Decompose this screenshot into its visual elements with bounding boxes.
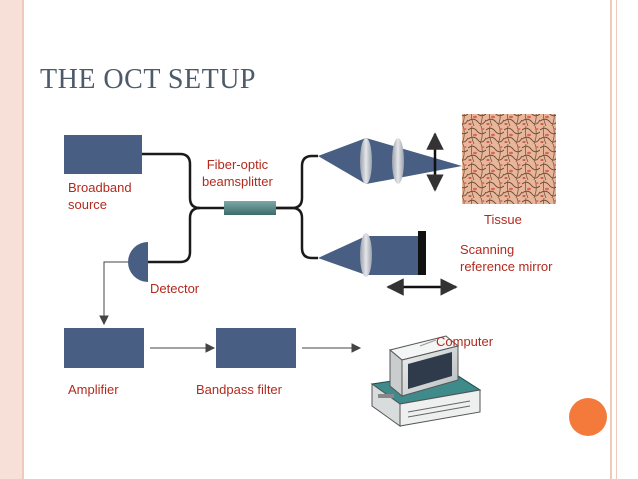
mirror-label-line1: Scanning — [460, 242, 515, 257]
broadband-source-box — [64, 135, 142, 174]
bandpass-to-computer-arrow — [302, 343, 362, 353]
tissue-image — [462, 114, 556, 204]
sample-beam — [318, 138, 462, 184]
beamsplitter-coupler — [224, 201, 276, 215]
reference-mirror — [418, 231, 426, 275]
broadband-label-line1: Broadband — [68, 180, 132, 195]
beamsplitter-label-line1: Fiber-optic — [206, 157, 269, 172]
fiber-lines — [142, 152, 318, 264]
mirror-label-line2: reference mirror — [460, 259, 553, 274]
slide-accent-dot — [569, 398, 607, 436]
left-border-band — [0, 0, 22, 479]
detector-to-amplifier-arrow — [99, 261, 128, 326]
broadband-source-label: Broadband source — [68, 179, 132, 213]
tissue-label: Tissue — [484, 212, 522, 227]
bandpass-filter-label: Bandpass filter — [196, 382, 282, 397]
fiber-detector-to-coupler — [148, 206, 201, 264]
mirror-label: Scanning reference mirror — [460, 241, 552, 275]
sample-lens-2 — [392, 138, 404, 184]
fiber-coupler-to-sample — [276, 154, 318, 210]
beamsplitter-label: Fiber-optic beamsplitter — [202, 156, 273, 190]
amplifier-box — [64, 328, 144, 368]
left-border-line — [22, 0, 24, 479]
right-border-line-thin — [616, 0, 617, 479]
beamsplitter-label-line2: beamsplitter — [202, 174, 273, 189]
broadband-label-line2: source — [68, 197, 108, 212]
amplifier-to-bandpass-arrow — [150, 343, 216, 353]
amplifier-label: Amplifier — [68, 382, 119, 397]
bandpass-filter-box — [216, 328, 296, 368]
fiber-coupler-to-reference — [276, 206, 318, 260]
detector-label: Detector — [150, 281, 200, 296]
computer-label: Computer — [436, 334, 494, 349]
slide-title: THE OCT SETUP — [40, 64, 256, 95]
right-border-line — [610, 0, 612, 479]
sample-lens-1 — [360, 138, 372, 184]
detector-shape — [128, 242, 148, 282]
reference-lens — [360, 233, 372, 277]
computer-icon — [370, 335, 482, 427]
